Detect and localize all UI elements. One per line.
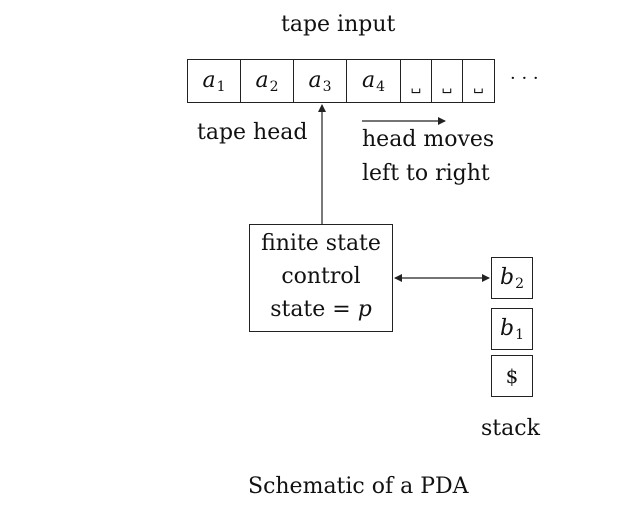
- tape-head-label: tape head: [197, 120, 308, 145]
- blank-symbol-icon: ␣: [410, 78, 422, 94]
- control-state-line: state = p: [270, 297, 372, 322]
- tape-cell-6: ␣: [431, 59, 463, 103]
- stack-cell-middle: b1: [491, 308, 533, 350]
- stack-cell-bottom: $: [491, 355, 533, 397]
- control-line-1: finite state: [261, 231, 381, 256]
- finite-state-control-box: finite state control state = p: [249, 224, 393, 332]
- tape-symbol-1: a1: [202, 67, 226, 95]
- tape-cell-2: a2: [240, 59, 294, 103]
- head-moves-label: head moves: [362, 127, 495, 152]
- tape-input-title: tape input: [281, 12, 396, 37]
- stack-label: stack: [481, 416, 540, 441]
- stack-cell-top: b2: [491, 257, 533, 299]
- tape-cell-7: ␣: [462, 59, 495, 103]
- stack-symbol-2: b1: [499, 315, 524, 343]
- tape-symbol-4: a4: [361, 67, 386, 95]
- tape-ellipsis: · · ·: [510, 68, 539, 89]
- stack-symbol-1: b2: [499, 264, 524, 292]
- tape-cell-3: a3: [293, 59, 347, 103]
- stack-symbol-3: $: [505, 364, 519, 388]
- tape-cell-4: a4: [346, 59, 401, 103]
- blank-symbol-icon: ␣: [441, 78, 453, 94]
- tape-symbol-3: a3: [308, 67, 332, 95]
- tape-symbol-2: a2: [255, 67, 279, 95]
- control-line-2: control: [281, 264, 361, 289]
- left-to-right-label: left to right: [362, 161, 490, 186]
- diagram-caption: Schematic of a PDA: [248, 474, 469, 499]
- blank-symbol-icon: ␣: [473, 78, 484, 94]
